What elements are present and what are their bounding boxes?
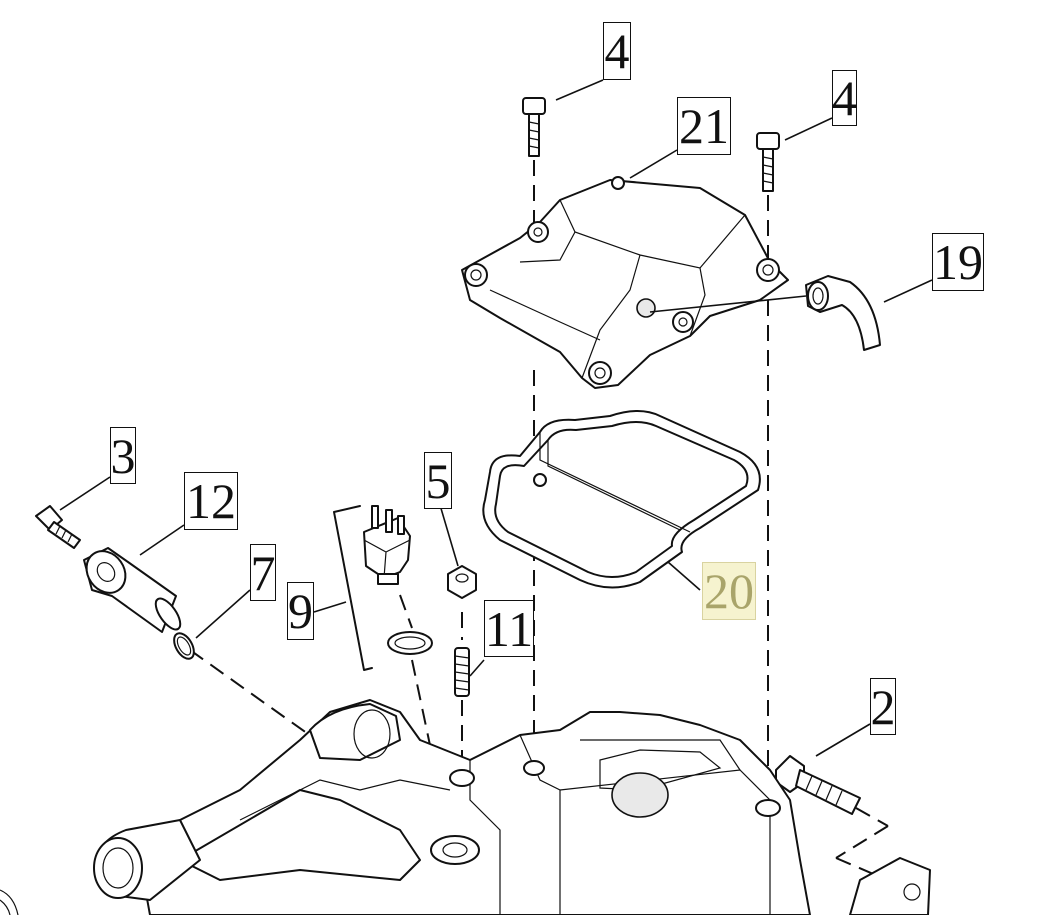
part-21-cover bbox=[461, 176, 789, 389]
part-9-switch bbox=[333, 505, 433, 671]
part-20-gasket bbox=[482, 410, 761, 589]
callout-5[interactable]: 5 bbox=[424, 452, 452, 509]
callout-3[interactable]: 3 bbox=[110, 427, 136, 484]
part-7-oring bbox=[173, 632, 195, 660]
part-11-stud bbox=[454, 647, 470, 697]
part-3-screw bbox=[35, 505, 81, 549]
part-19-elbow bbox=[805, 275, 881, 351]
callout-20-highlight[interactable]: 20 bbox=[702, 562, 756, 620]
callout-12[interactable]: 12 bbox=[184, 472, 238, 530]
callout-2[interactable]: 2 bbox=[870, 678, 896, 735]
callout-9[interactable]: 9 bbox=[287, 582, 314, 640]
housing bbox=[0, 699, 931, 915]
leader-lines bbox=[59, 79, 933, 757]
part-4-bolt-right bbox=[756, 132, 780, 192]
callout-4-right[interactable]: 4 bbox=[832, 70, 857, 126]
callout-21[interactable]: 21 bbox=[677, 97, 731, 155]
part-4-bolt-left bbox=[522, 97, 546, 157]
callout-19[interactable]: 19 bbox=[932, 233, 984, 291]
callout-4-left[interactable]: 4 bbox=[603, 22, 631, 80]
callout-7[interactable]: 7 bbox=[250, 544, 276, 601]
part-5-nut bbox=[447, 565, 477, 599]
callout-11[interactable]: 11 bbox=[484, 600, 534, 657]
part-2-bolt bbox=[775, 755, 861, 815]
part-12-sensor bbox=[83, 547, 182, 633]
